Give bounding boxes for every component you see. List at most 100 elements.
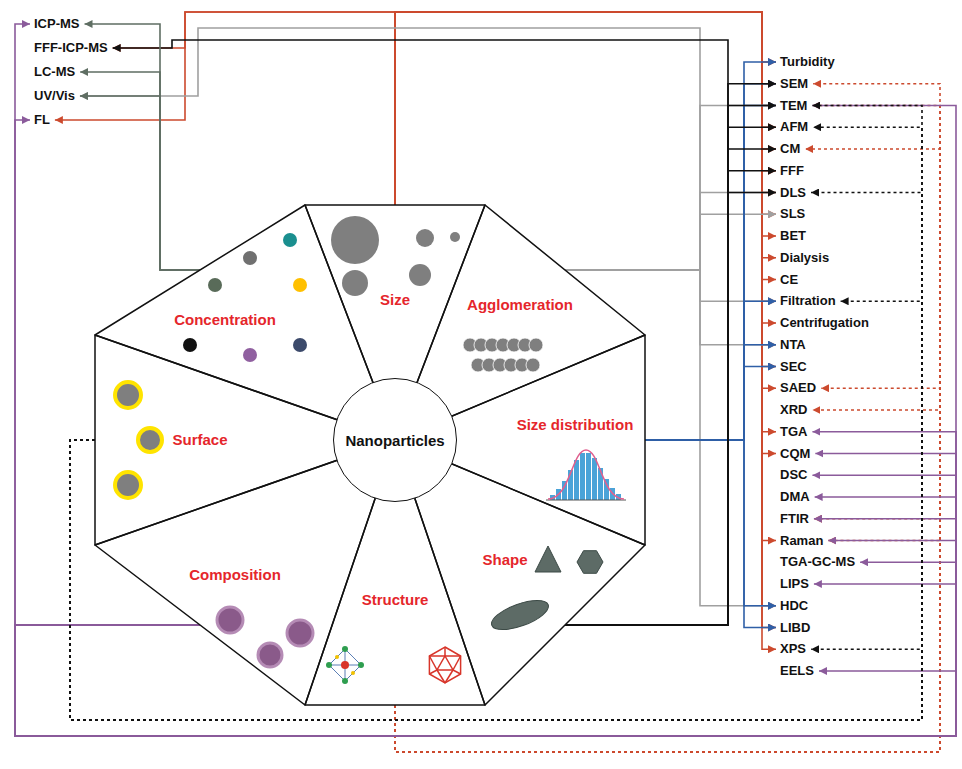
connector-arrow (395, 84, 940, 752)
method-label: AFM (780, 119, 808, 135)
method-name: HDC (780, 598, 808, 614)
connector-arrow (395, 12, 776, 367)
connector-arrow (645, 440, 776, 628)
sector-label-holder: Structure (362, 591, 429, 609)
method-name: LIPS (780, 576, 809, 592)
connector-arrow (85, 24, 201, 270)
connector-arrow (15, 432, 956, 736)
connector-arrow (395, 388, 940, 752)
connector-arrow (395, 12, 776, 649)
method-label: TGA (780, 424, 807, 440)
method-name: XPS (780, 641, 806, 657)
method-name: Filtration (780, 293, 836, 309)
connector-arrow (15, 519, 956, 736)
property-label: Shape (482, 551, 527, 569)
method-name: CM (780, 141, 800, 157)
method-label: DSC (780, 467, 807, 483)
connector-arrow (15, 120, 200, 625)
connector-arrow (15, 475, 956, 736)
connector-arrow (395, 12, 776, 345)
method-label: XPS (780, 641, 806, 657)
connector-arrow (395, 12, 776, 205)
connector-arrow (395, 12, 776, 205)
connector-arrow (395, 12, 776, 205)
method-name: SAED (780, 380, 816, 396)
histogram (546, 450, 626, 500)
connector-arrow (70, 127, 922, 720)
connector-arrow (395, 12, 776, 236)
connector-arrow (565, 106, 776, 626)
method-label: CE (780, 272, 798, 288)
connector-arrow (565, 149, 776, 625)
connector-arrow (15, 24, 200, 625)
connector-arrow (113, 12, 395, 205)
connector-arrow (395, 12, 776, 258)
method-label: TEM (780, 98, 807, 114)
method-label: Centrifugation (780, 315, 869, 331)
method-name: Dialysis (780, 250, 829, 266)
method-label: SEC (780, 359, 807, 375)
method-label: Raman (780, 533, 823, 549)
connector-arrow (15, 497, 956, 736)
connector-arrow (15, 106, 956, 737)
method-name: FTIR (780, 511, 809, 527)
connector-arrow (395, 519, 940, 752)
method-label: FFF (780, 163, 804, 179)
connector-arrow (395, 12, 776, 214)
method-name: LC-MS (34, 64, 75, 80)
method-label: HDC (780, 598, 808, 614)
connector-arrow (395, 12, 776, 205)
connector-arrow (395, 12, 776, 301)
method-label: DMA (780, 489, 810, 505)
method-name: SEC (780, 359, 807, 375)
method-name: DLS (780, 185, 806, 201)
method-label: Filtration (780, 293, 836, 309)
method-name: FFF (780, 163, 804, 179)
method-label: FL (34, 112, 50, 128)
method-name: NTA (780, 337, 806, 353)
sector-label-holder: Size distribution (517, 416, 634, 434)
agglomerate-chains (463, 338, 543, 372)
sector-label-holder: Shape (482, 551, 527, 569)
method-name: DMA (780, 489, 810, 505)
sector-label-holder: Surface (172, 431, 227, 449)
method-label: FFF-ICP-MS (34, 40, 108, 56)
connector-arrow (15, 584, 956, 736)
method-name: AFM (780, 119, 808, 135)
method-name: TGA (780, 424, 807, 440)
method-label: NTA (780, 337, 806, 353)
connector-arrow (395, 12, 776, 205)
method-name: XRD (780, 402, 807, 418)
connector-arrow (70, 106, 922, 721)
connector-arrow (80, 28, 700, 270)
connector-arrow (645, 440, 776, 606)
method-label: FTIR (780, 511, 809, 527)
connector-arrow (395, 410, 940, 752)
method-label: XRD (780, 402, 807, 418)
connector-arrow (395, 12, 776, 606)
sector-label-holder: Concentration (174, 311, 276, 329)
method-label: Dialysis (780, 250, 829, 266)
connector-arrow (395, 12, 776, 454)
method-name: Turbidity (780, 54, 835, 70)
method-name: TEM (780, 98, 807, 114)
method-label: SAED (780, 380, 816, 396)
property-label: Composition (189, 566, 281, 584)
method-label: SLS (780, 206, 805, 222)
property-label: Size distribution (517, 416, 634, 434)
method-label: SEM (780, 76, 808, 92)
connector-arrow (70, 193, 922, 721)
center-circle: Nanoparticles (333, 378, 457, 502)
connector-arrow (15, 541, 956, 737)
connector-arrow (395, 12, 776, 628)
connector-arrow (565, 84, 776, 625)
connector-arrow (70, 301, 922, 720)
sector-label-holder: Size (380, 291, 410, 309)
method-name: BET (780, 228, 806, 244)
method-name: TGA-GC-MS (780, 554, 855, 570)
connector-arrow (395, 12, 776, 432)
connector-arrow (395, 149, 940, 752)
property-label: Agglomeration (467, 296, 573, 314)
method-label: BET (780, 228, 806, 244)
connector-arrow (645, 62, 776, 440)
